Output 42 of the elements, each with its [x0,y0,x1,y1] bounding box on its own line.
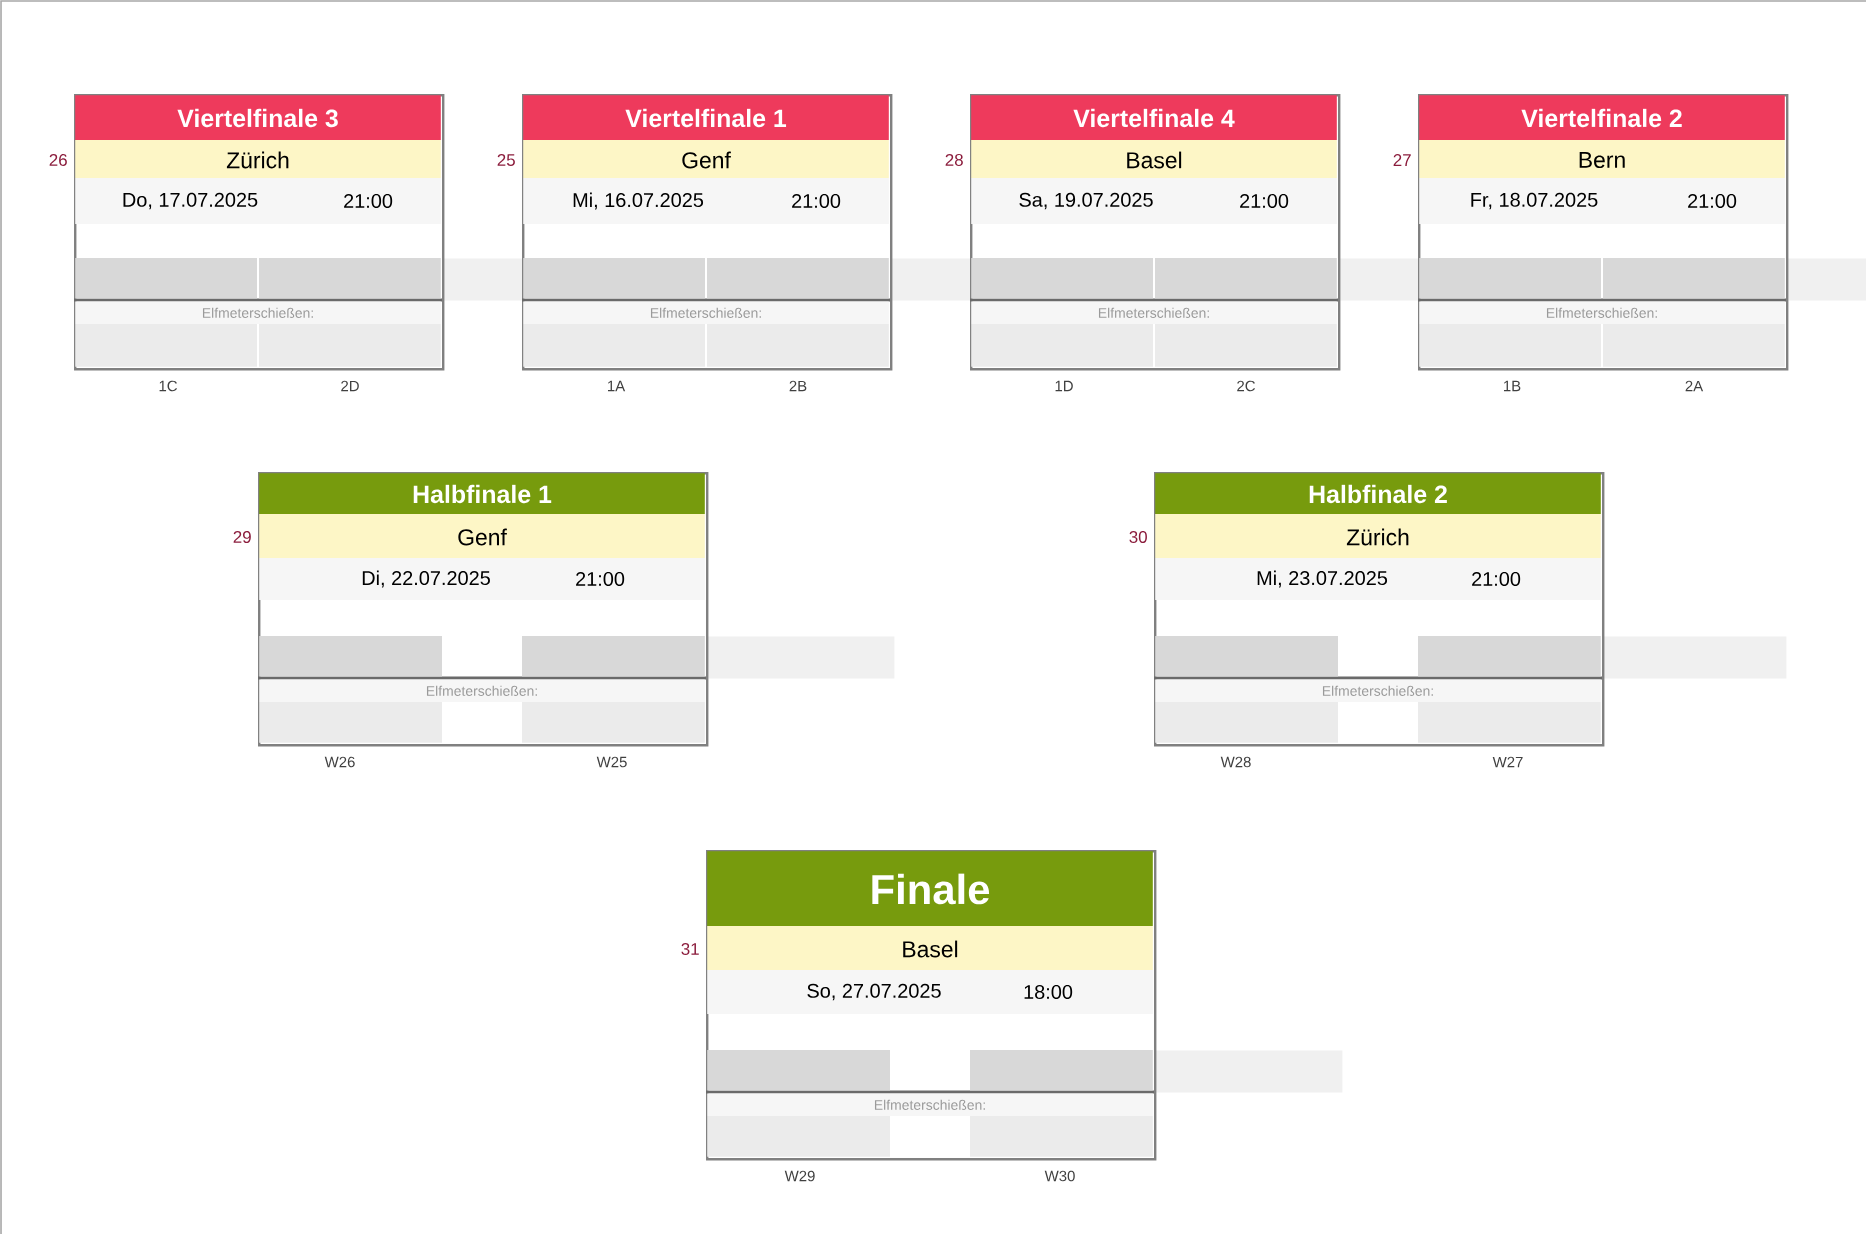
venue-band: Genf [523,140,889,178]
venue-band: Zürich [1155,514,1601,558]
match-number: 25 [497,154,515,166]
match-date: Sa, 19.07.2025 [971,178,1210,224]
shaded-bar [1154,1050,1343,1093]
match-number: 28 [945,154,963,166]
kickoff-time: 21:00 [538,558,705,600]
match-date: So, 27.07.2025 [707,970,986,1014]
shaded-bar [1602,636,1787,679]
kickoff-time: 21:00 [762,178,889,224]
venue-band: Basel [707,926,1153,970]
title-band: Finale [707,851,1153,926]
shaded-bar [890,258,971,301]
title-band: Viertelfinale 4 [971,95,1337,140]
match-date: Mi, 16.07.2025 [523,178,762,224]
shaded-bar [1338,258,1419,301]
match-number: 29 [233,531,251,543]
match-date: Do, 17.07.2025 [75,178,314,224]
kickoff-time: 21:00 [314,178,441,224]
shaded-bar [706,636,895,679]
title-band: Viertelfinale 1 [523,95,889,140]
match-number: 30 [1129,531,1147,543]
kickoff-time: 18:00 [986,970,1153,1014]
venue-band: Genf [259,514,705,558]
match-number: 26 [49,154,67,166]
shaded-bar [1786,258,1866,301]
match-date: Di, 22.07.2025 [259,558,538,600]
match-date: Fr, 18.07.2025 [1419,178,1658,224]
title-band: Halbfinale 2 [1155,473,1601,514]
venue-band: Zürich [75,140,441,178]
title-band: Viertelfinale 2 [1419,95,1785,140]
title-band: Halbfinale 1 [259,473,705,514]
match-number: 27 [1393,154,1411,166]
match-date: Mi, 23.07.2025 [1155,558,1434,600]
shaded-bar [442,258,523,301]
venue-band: Basel [971,140,1337,178]
title-band: Viertelfinale 3 [75,95,441,140]
kickoff-time: 21:00 [1434,558,1601,600]
kickoff-time: 21:00 [1210,178,1337,224]
venue-band: Bern [1419,140,1785,178]
kickoff-time: 21:00 [1658,178,1785,224]
match-number: 31 [681,943,699,955]
